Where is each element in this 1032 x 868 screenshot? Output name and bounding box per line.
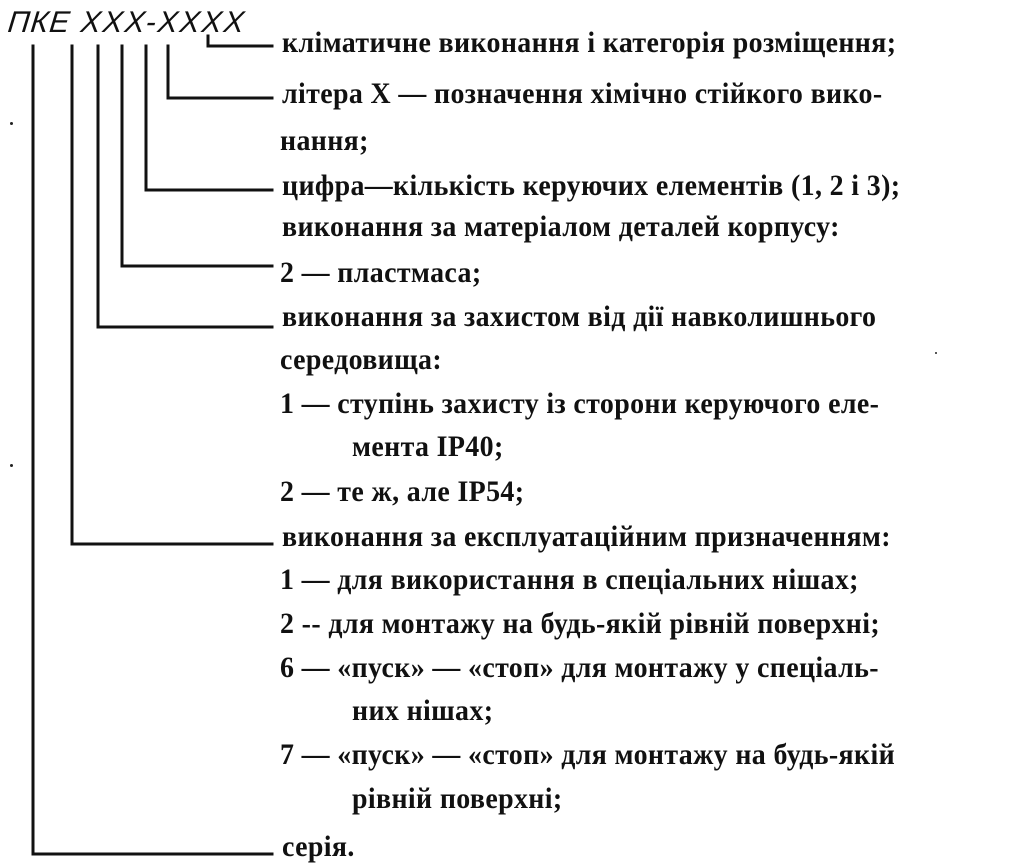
code-placeholder: Х: [200, 6, 225, 39]
text-climatic: кліматичне виконання і категорія розміще…: [282, 26, 897, 59]
text-purpose-option-7-cont: рівній поверхні;: [352, 782, 563, 815]
leader-protection: [96, 44, 274, 329]
text-protection-option-1-cont: мента ІР40;: [352, 430, 504, 463]
text-purpose: виконання за експлуатаційним призначення…: [282, 520, 891, 553]
text-purpose-option-7: 7 — «пуск» — «стоп» для монтажу на будь-…: [280, 738, 896, 771]
code-placeholder: Х: [178, 6, 203, 39]
text-housing-option: 2 — пластмаса;: [280, 256, 482, 289]
code-placeholder: Х: [156, 6, 181, 39]
text-control-count: цифра—кількість керуючих елементів (1, 2…: [282, 169, 901, 202]
text-purpose-option-2: 2 -- для монтажу на будь-якій рівній пов…: [280, 607, 881, 640]
text-series: серія.: [282, 830, 355, 863]
product-code: ПКЕ ХХХ-ХХХХ: [6, 6, 247, 39]
text-purpose-option-6: 6 — «пуск» — «стоп» для монтажу у спеціа…: [280, 651, 879, 684]
code-placeholder: Х: [222, 6, 247, 39]
code-placeholder: Х: [79, 6, 104, 39]
text-chemical: літера Х — позначення хімічно стійкого в…: [282, 77, 883, 110]
text-housing: виконання за матеріалом деталей корпусу:: [282, 210, 840, 243]
text-protection: виконання за захистом від дії навколишнь…: [282, 300, 877, 333]
text-purpose-option-1: 1 — для використання в спеціальних нішах…: [280, 563, 859, 596]
code-placeholder: Х: [101, 6, 126, 39]
text-protection-option-1: 1 — ступінь захисту із сторони керуючого…: [280, 387, 880, 420]
leader-chemical: [166, 44, 274, 100]
text-chemical-cont: нання;: [280, 124, 369, 157]
leader-series: [31, 44, 274, 856]
text-protection-cont: середовища:: [280, 343, 443, 376]
print-speck: [10, 464, 13, 467]
leader-purpose: [70, 44, 274, 546]
leader-control-count: [144, 44, 274, 192]
text-protection-option-2: 2 — те ж, але ІР54;: [280, 475, 525, 508]
leader-housing: [120, 44, 274, 268]
code-placeholder: Х: [123, 6, 148, 39]
code-prefix: ПКЕ: [6, 6, 73, 39]
text-purpose-option-6-cont: них нішах;: [352, 694, 494, 727]
print-speck: [935, 352, 937, 354]
print-speck: [10, 122, 13, 125]
